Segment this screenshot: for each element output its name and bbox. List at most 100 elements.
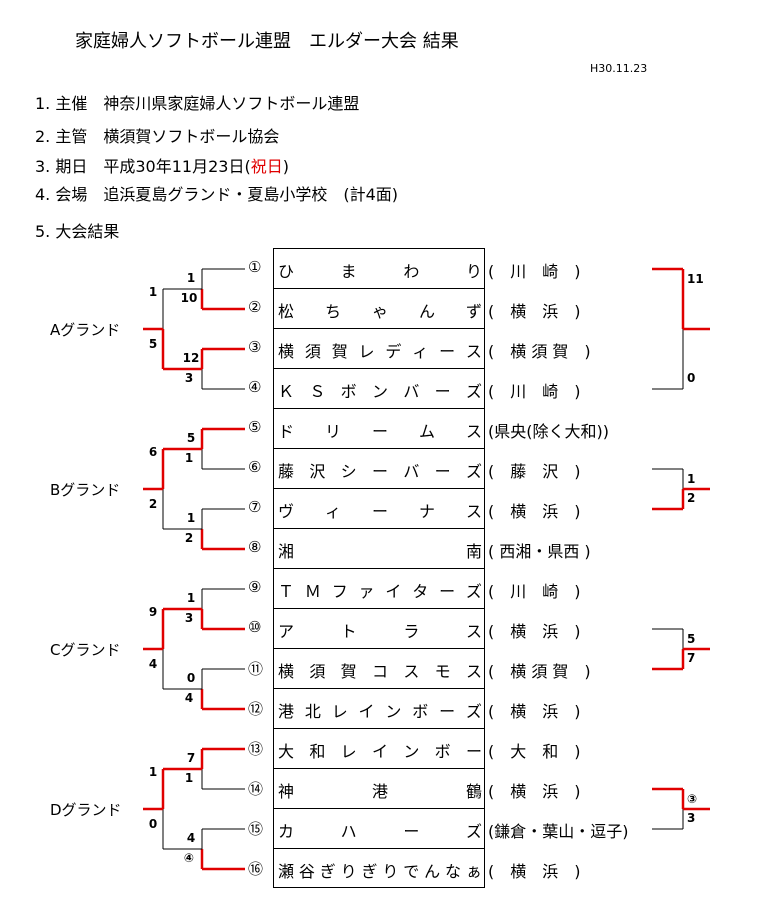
info-label: 3. 期日	[35, 157, 88, 176]
team-region: ( 横 浜 )	[488, 502, 581, 521]
info-tail: )	[282, 157, 289, 176]
team-region: ( 西湘・県西 )	[488, 542, 591, 561]
match-score: 1	[148, 285, 158, 299]
match-score: 3	[687, 811, 696, 825]
info-label: 4. 会場	[35, 185, 88, 204]
team-name: 湘南	[278, 542, 482, 561]
ground-label: Aグランド	[50, 321, 121, 339]
match-score: 1	[184, 451, 194, 465]
ground-label: Bグランド	[50, 481, 121, 499]
team-region: ( 川 崎 )	[488, 382, 581, 401]
results-heading: 5. 大会結果	[35, 222, 120, 241]
team-number: ⑦	[248, 498, 262, 516]
table-divider	[274, 768, 484, 769]
table-divider	[274, 488, 484, 489]
event-date: H30.11.23	[590, 62, 648, 75]
match-score: 5	[687, 632, 696, 646]
match-score: 1	[186, 271, 196, 285]
info-label: 2. 主管	[35, 127, 88, 146]
team-number: ⑬	[248, 740, 264, 758]
table-divider	[274, 688, 484, 689]
match-score: 4	[184, 691, 194, 705]
page-title: 家庭婦人ソフトボール連盟 エルダー大会 結果	[75, 31, 459, 52]
table-divider	[274, 568, 484, 569]
team-number: ⑨	[248, 578, 262, 596]
team-number: ⑫	[248, 700, 264, 718]
team-name: 横須賀コスモス	[278, 662, 482, 681]
match-score: 0	[186, 671, 196, 685]
team-name: 大和レインボー	[278, 742, 482, 761]
team-number: ⑮	[248, 820, 264, 838]
match-score: ③	[687, 792, 698, 806]
team-region: ( 藤 沢 )	[488, 462, 581, 481]
team-region: ( 横 浜 )	[488, 862, 581, 881]
match-score: 2	[687, 491, 696, 505]
team-number: ①	[248, 258, 262, 276]
info-value: 横須賀ソフトボール協会	[103, 127, 280, 146]
table-divider	[274, 648, 484, 649]
info-value: 平成30年11月23日(	[103, 157, 251, 176]
match-score: 3	[184, 611, 194, 625]
info-value: 神奈川県家庭婦人ソフトボール連盟	[103, 94, 360, 113]
table-divider	[274, 848, 484, 849]
match-score: 4	[148, 657, 158, 671]
team-region: (鎌倉・葉山・逗子)	[488, 822, 629, 841]
info-label: 1. 主催	[35, 94, 88, 113]
team-name: ひまわり	[278, 262, 482, 281]
team-number: ⑭	[248, 780, 264, 798]
match-score: ④	[183, 851, 195, 865]
match-score: 2	[184, 531, 194, 545]
match-score: 9	[148, 605, 158, 619]
team-region: ( 横 浜 )	[488, 622, 581, 641]
team-number: ⑪	[248, 660, 264, 678]
match-score: 1	[186, 591, 196, 605]
team-region: ( 横 須 賀 )	[488, 342, 591, 361]
team-name: 瀬谷ぎりぎりでんなぁ	[278, 862, 482, 881]
table-divider	[274, 288, 484, 289]
match-score: 7	[186, 751, 196, 765]
match-score: 1	[184, 771, 194, 785]
info-line: 4. 会場 追浜夏島グランド・夏島小学校 (計4面)	[35, 181, 398, 205]
team-region: ( 横 須 賀 )	[488, 662, 591, 681]
match-score: 0	[148, 817, 158, 831]
team-number: ⑥	[248, 458, 262, 476]
team-number: ⑤	[248, 418, 262, 436]
match-score: 5	[148, 337, 158, 351]
team-number: ②	[248, 298, 262, 316]
team-name: 藤沢シーバーズ	[278, 462, 482, 481]
team-region: ( 横 浜 )	[488, 702, 581, 721]
match-score: 1	[148, 765, 158, 779]
table-divider	[274, 328, 484, 329]
team-name: 神港鶴	[278, 782, 482, 801]
info-line: 2. 主管 横須賀ソフトボール協会	[35, 123, 279, 147]
match-score: 3	[184, 371, 194, 385]
ground-label: Cグランド	[50, 641, 121, 659]
team-name: ヴィーナス	[278, 502, 482, 521]
match-score: 5	[186, 431, 196, 445]
info-line: 3. 期日 平成30年11月23日(祝日)	[35, 153, 289, 177]
table-divider	[274, 448, 484, 449]
team-name: 港北レインボーズ	[278, 702, 482, 721]
table-divider	[274, 408, 484, 409]
match-score: 1	[186, 511, 196, 525]
table-divider	[274, 528, 484, 529]
ground-label: Dグランド	[50, 801, 122, 819]
holiday-label: 祝日	[250, 157, 283, 176]
match-score: 10	[180, 291, 198, 305]
team-number: ③	[248, 338, 262, 356]
team-region: ( 横 浜 )	[488, 782, 581, 801]
match-score: 0	[687, 371, 696, 385]
match-score: 4	[186, 831, 196, 845]
team-name: 松ちゃんず	[278, 302, 482, 321]
table-divider	[274, 368, 484, 369]
match-score: 7	[687, 651, 696, 665]
table-divider	[274, 728, 484, 729]
match-score: 11	[687, 272, 704, 286]
info-line: 1. 主催 神奈川県家庭婦人ソフトボール連盟	[35, 90, 359, 114]
team-region: ( 川 崎 )	[488, 262, 581, 281]
team-region: (県央(除く大和))	[488, 422, 609, 441]
match-score: 6	[148, 445, 158, 459]
match-score: 1	[687, 472, 696, 486]
